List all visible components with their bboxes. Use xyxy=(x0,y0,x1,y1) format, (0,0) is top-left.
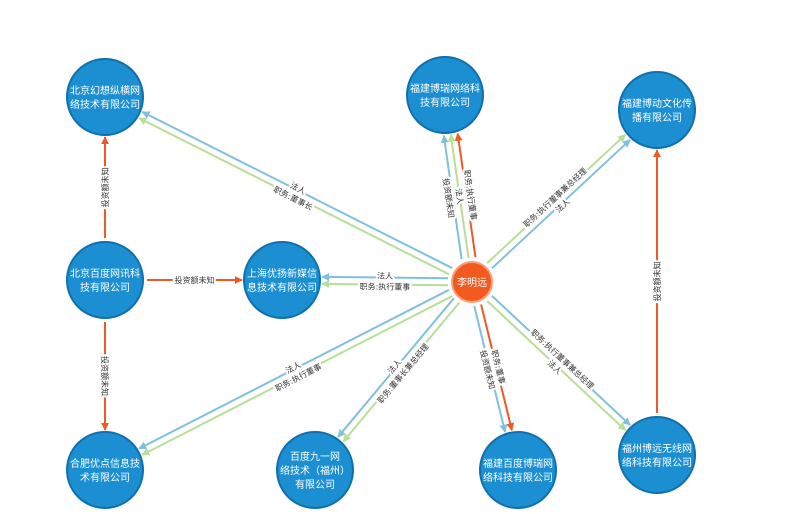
position-edge-line[interactable] xyxy=(138,288,450,450)
edge-label: 投资额未知 xyxy=(175,275,215,285)
legal-rep-edge-line[interactable] xyxy=(141,295,453,456)
legal-rep-edge-line[interactable] xyxy=(447,133,470,259)
edge-label-group: 投资额未知 xyxy=(98,166,112,210)
node-label: 福建百度博瑞网 xyxy=(483,457,553,470)
node-label: 北京幻想纵横网 xyxy=(70,84,140,97)
node-label: 术有限公司 xyxy=(80,471,130,484)
edge-label: 职务:执行董事兼总经理 xyxy=(521,166,588,230)
node-label: 播有限公司 xyxy=(632,111,682,124)
edge-label: 投资额未知 xyxy=(652,262,662,302)
edge-label: 职务:执行董事兼总经理 xyxy=(529,327,596,391)
node-label: 有限公司 xyxy=(295,478,335,491)
node-label: 福州博远无线网 xyxy=(622,442,692,455)
edge-label: 法人 xyxy=(377,271,393,281)
node-label: 络技术有限公司 xyxy=(70,98,140,111)
person-circle[interactable] xyxy=(451,261,493,303)
node-label: 络科技有限公司 xyxy=(483,471,553,484)
node-label: 息技术有限公司 xyxy=(247,281,317,294)
company-circle[interactable] xyxy=(66,431,144,509)
edge-label: 职务:执行董事 xyxy=(462,169,479,221)
edge-label: 职务:执行董事 xyxy=(360,281,411,292)
position-edge-line[interactable] xyxy=(491,139,631,269)
investment-edge-line[interactable] xyxy=(480,304,515,432)
node-label: 技有限公司 xyxy=(420,96,470,109)
company-circle[interactable] xyxy=(243,241,321,319)
node-label: 百度九一网 xyxy=(290,450,340,463)
node-label: 络技术（福州） xyxy=(280,464,350,477)
edge-label-group: 投资额未知 xyxy=(173,273,217,287)
edge-label: 职务:董事长兼总经理 xyxy=(375,342,431,406)
position-edge-line[interactable] xyxy=(141,110,453,269)
person-node-person[interactable]: 李明远 xyxy=(451,261,493,303)
edge-label-group: 投资额未知 xyxy=(98,354,112,398)
node-label: 李明远 xyxy=(457,276,487,289)
edge-label: 投资额未知 xyxy=(441,177,457,218)
company-circle[interactable] xyxy=(618,416,696,494)
node-label: 福建博瑞网络科 xyxy=(410,82,480,95)
edge-person-hf_yd[interactable] xyxy=(138,288,453,456)
edge-person-sh_yy[interactable] xyxy=(321,272,449,288)
position-edge-line[interactable] xyxy=(337,297,455,438)
position-edge-line[interactable] xyxy=(440,134,463,260)
legal-rep-edge-line[interactable] xyxy=(321,279,448,288)
position-edge-line[interactable] xyxy=(321,272,449,281)
edge-person-fj_bd[interactable] xyxy=(486,133,631,269)
node-label: 上海优扬新媒信 xyxy=(247,267,317,280)
legal-rep-edge-line[interactable] xyxy=(342,302,461,443)
node-label: 技有限公司 xyxy=(80,281,130,294)
legal-rep-edge-line[interactable] xyxy=(138,117,450,276)
company-circle[interactable] xyxy=(618,71,696,149)
legal-rep-edge-line[interactable] xyxy=(486,133,627,264)
position-edge-line[interactable] xyxy=(491,295,631,426)
node-label: 合肥优点信息技 xyxy=(70,457,140,470)
edge-person-bd_91[interactable] xyxy=(337,297,461,443)
edge-person-fz_by[interactable] xyxy=(486,295,631,431)
edge-label: 投资额未知 xyxy=(100,168,110,208)
node-label: 福建博动文化传 xyxy=(622,97,692,110)
company-circle[interactable] xyxy=(406,56,484,134)
node-label: 北京百度网讯科 xyxy=(70,267,140,280)
edge-label: 投资额未知 xyxy=(100,356,110,396)
company-circle[interactable] xyxy=(479,431,557,509)
legal-rep-edge-line[interactable] xyxy=(486,300,627,431)
position-edge-line[interactable] xyxy=(473,305,508,433)
investment-edge-line[interactable] xyxy=(454,132,477,258)
company-circle[interactable] xyxy=(66,58,144,136)
edge-person-fj_bdbr[interactable] xyxy=(473,304,515,433)
edge-person-fj_br[interactable] xyxy=(440,132,477,260)
company-circle[interactable] xyxy=(66,241,144,319)
company-circle[interactable] xyxy=(276,431,354,509)
edge-label: 法人 xyxy=(454,188,466,205)
edges-layer xyxy=(101,110,661,456)
nodes-layer: 李明远北京幻想纵横网络技术有限公司福建博瑞网络科技有限公司福建博动文化传播有限公… xyxy=(66,56,696,509)
edge-labels-layer: 法人职务:董事长职务:执行董事法人投资额未知职务:执行董事兼总经理法人法人职务:… xyxy=(98,164,664,408)
edge-person-bj_hxzh[interactable] xyxy=(138,110,453,276)
edge-label-group: 投资额未知 xyxy=(650,260,664,304)
node-label: 络科技有限公司 xyxy=(622,456,692,469)
